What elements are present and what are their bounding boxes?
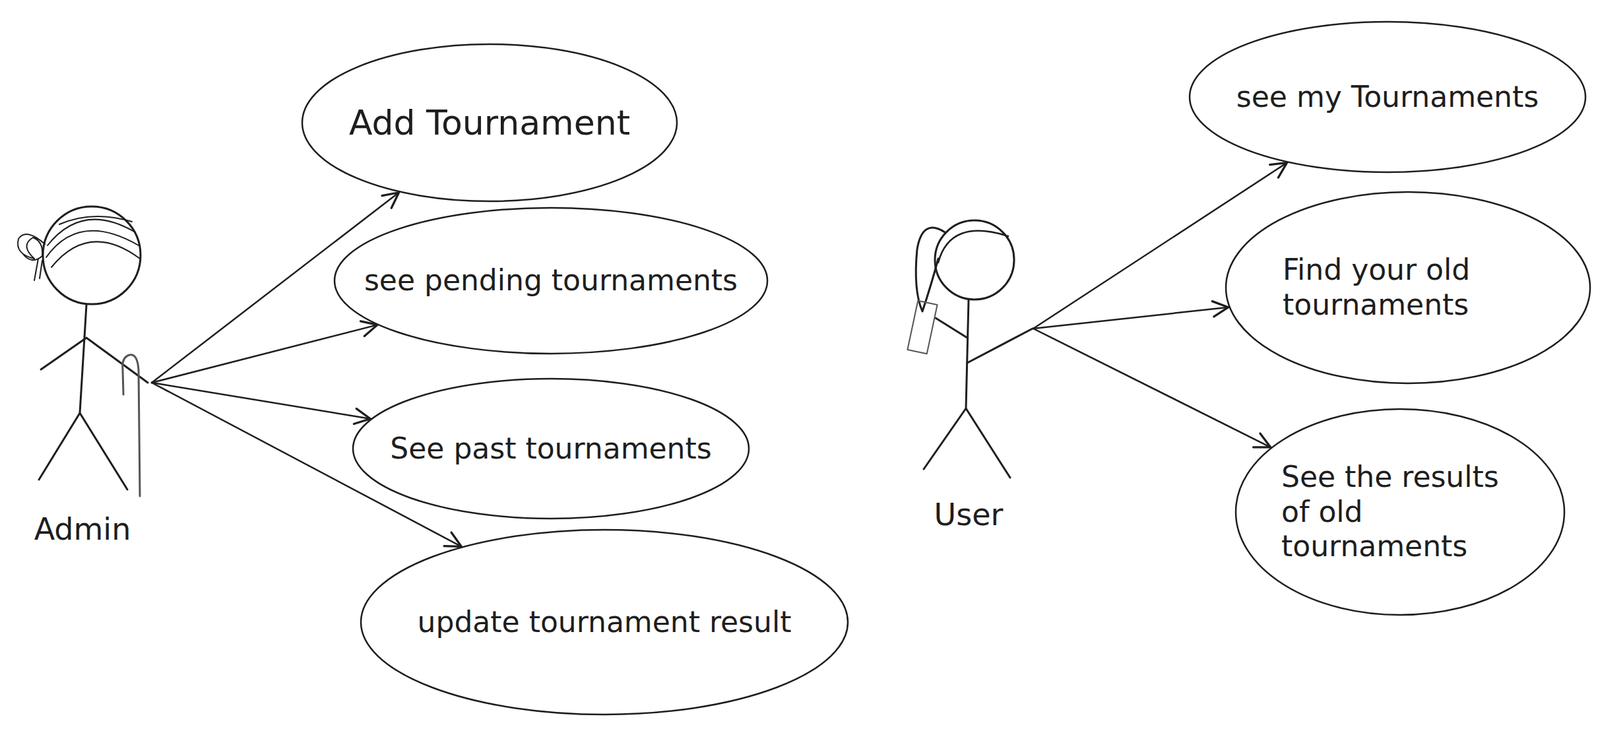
user-arm bbox=[967, 328, 1033, 363]
user-hair bbox=[938, 230, 1009, 263]
use-case-ellipse: update tournament result bbox=[359, 528, 850, 716]
use-case-ellipse: See past tournaments bbox=[351, 377, 751, 520]
user-body bbox=[965, 300, 969, 409]
admin-legs bbox=[38, 413, 128, 490]
use-case-label: See the results of old tournaments bbox=[1281, 459, 1519, 565]
user-phone bbox=[907, 300, 937, 355]
association-arrow bbox=[1033, 162, 1288, 329]
association-arrow bbox=[1033, 328, 1271, 448]
ellipse-shape bbox=[334, 207, 768, 354]
admin-head bbox=[42, 206, 141, 305]
use-case-label: See past tournaments bbox=[389, 431, 712, 467]
ellipse-shape bbox=[352, 378, 749, 519]
use-case-label: Find your old tournaments bbox=[1282, 252, 1534, 323]
user-head bbox=[934, 220, 1015, 300]
use-case-ellipse: see my Tournaments bbox=[1188, 20, 1587, 174]
ellipse-shape bbox=[302, 44, 677, 202]
admin-bun bbox=[34, 258, 43, 281]
use-case-label: update tournament result bbox=[417, 605, 792, 640]
ellipse-shape bbox=[1235, 409, 1565, 615]
actor-label: Admin bbox=[34, 511, 132, 548]
actor: Admin bbox=[13, 201, 152, 548]
actor-label: User bbox=[934, 496, 1004, 534]
admin-cane bbox=[122, 354, 140, 497]
ellipse-shape bbox=[360, 529, 848, 715]
user-figure bbox=[907, 220, 1033, 478]
use-case-label: see my Tournaments bbox=[1236, 79, 1539, 115]
use-case-label: Add Tournament bbox=[349, 102, 631, 144]
admin-body bbox=[79, 304, 87, 414]
association-arrow bbox=[151, 192, 400, 383]
admin-hair bbox=[46, 230, 139, 258]
ellipse-shape bbox=[1225, 192, 1591, 384]
user-legs bbox=[923, 408, 1011, 478]
use-case-ellipse: See the results of old tournaments bbox=[1234, 407, 1566, 617]
association-arrow bbox=[151, 324, 378, 383]
use-case-ellipse: Add Tournament bbox=[300, 42, 679, 203]
ellipse-shape bbox=[1189, 21, 1586, 173]
user-ponytail bbox=[915, 227, 945, 312]
actor: User bbox=[903, 211, 1034, 534]
use-case-label: see pending tournaments bbox=[364, 263, 738, 299]
use-case-ellipse: see pending tournaments bbox=[333, 206, 769, 355]
admin-figure bbox=[17, 206, 148, 497]
use-case-ellipse: Find your old tournaments bbox=[1224, 190, 1592, 385]
admin-bun bbox=[17, 234, 45, 260]
admin-arms bbox=[40, 337, 148, 383]
admin-hair bbox=[51, 241, 140, 268]
association-arrow bbox=[1033, 307, 1229, 329]
admin-hair bbox=[59, 216, 132, 225]
user-arm bbox=[935, 318, 968, 338]
